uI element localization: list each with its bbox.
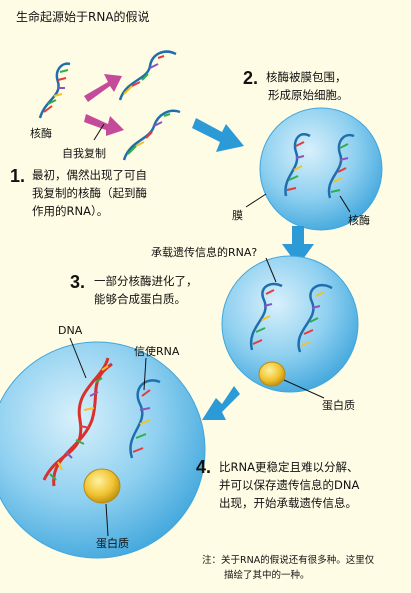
- footnote: 注：关于RNA的假说还有很多种。这里仅 描绘了其中的一种。: [202, 553, 374, 583]
- step-1-text: 最初，偶然出现了可自 我复制的核酶（起到酶 作用的RNA）。: [32, 166, 147, 220]
- messenger-rna: [129, 379, 161, 459]
- replication-arrow-up: [84, 74, 122, 102]
- step-4-line-2: 并可以保存遗传信息的DNA: [219, 478, 360, 492]
- step-2-line-1: 核酶被膜包围，: [266, 70, 347, 84]
- step-2-number: 2.: [243, 68, 259, 88]
- protocell-step3: [221, 255, 359, 393]
- protein-blob-step4: [83, 468, 121, 504]
- rna-in-cell-3a: [249, 282, 283, 351]
- step-4-line-1: 比RNA更稳定且难以分解、: [219, 460, 359, 474]
- label-rna-question: 承载遗传信息的RNA?: [151, 246, 258, 259]
- label-protein-1: 蛋白质: [322, 399, 355, 412]
- step-3-text: 一部分核酶进化了， 能够合成蛋白质。: [94, 272, 198, 308]
- step-2-text: 核酶被膜包围， 形成原始细胞。: [266, 68, 349, 104]
- label-membrane: 膜: [232, 209, 243, 222]
- ribozyme-copy-upper: [118, 50, 177, 101]
- rna-question-pointer: [265, 257, 277, 283]
- step-4-line-3: 出现，开始承载遗传信息。: [219, 496, 357, 510]
- dna-double-helix: [42, 357, 113, 487]
- protein-1-pointer: [283, 379, 325, 399]
- ribozyme-in-cell-a: [284, 133, 311, 197]
- flow-arrow-3-4: [202, 386, 240, 420]
- step-4-text: 比RNA更稳定且难以分解、 并可以保存遗传信息的DNA 出现，开始承载遗传信息。: [219, 458, 359, 512]
- ribozyme-2-pointer: [339, 195, 351, 213]
- label-mrna: 信使RNA: [134, 345, 180, 358]
- label-self-replication: 自我复制: [62, 147, 106, 160]
- page-title: 生命起源始于RNA的假说: [16, 10, 150, 24]
- step-1-line-2: 我复制的核酶（起到酶: [32, 186, 147, 200]
- ribozyme-in-cell-b: [327, 133, 355, 199]
- flow-arrow-2-3: [282, 226, 314, 266]
- footnote-line-1: 注：关于RNA的假说还有很多种。这里仅: [202, 555, 375, 566]
- label-ribozyme-2: 核酶: [348, 214, 370, 227]
- cell-step4: [0, 341, 206, 559]
- rna-in-cell-3b: [297, 283, 333, 353]
- replication-arrow-down: [84, 114, 124, 136]
- flow-arrow-1-2: [192, 118, 244, 152]
- dna-pointer: [69, 337, 87, 379]
- step-1-number: 1.: [10, 166, 26, 186]
- step-4-number: 4.: [196, 457, 212, 477]
- step-1-line-1: 最初，偶然出现了可自: [32, 168, 147, 182]
- step-1-line-3: 作用的RNA）。: [32, 204, 109, 218]
- step-3-line-1: 一部分核酶进化了，: [94, 274, 198, 288]
- self-replication-pointer: [93, 123, 105, 141]
- label-protein-2: 蛋白质: [96, 537, 129, 550]
- protein-2-pointer: [105, 503, 109, 537]
- label-dna: DNA: [58, 324, 83, 337]
- footnote-line-2: 描绘了其中的一种。: [224, 570, 310, 581]
- protocell-membrane: [259, 107, 383, 231]
- ribozyme-free-1: [38, 62, 71, 119]
- protein-blob-step3: [258, 361, 286, 387]
- ribozyme-copy-lower: [122, 109, 181, 161]
- membrane-pointer: [245, 193, 267, 208]
- step-2-line-2: 形成原始细胞。: [268, 88, 349, 102]
- step-3-line-2: 能够合成蛋白质。: [94, 292, 186, 306]
- step-3-number: 3.: [70, 272, 86, 292]
- mrna-pointer: [143, 357, 147, 391]
- label-ribozyme-1: 核酶: [30, 127, 52, 140]
